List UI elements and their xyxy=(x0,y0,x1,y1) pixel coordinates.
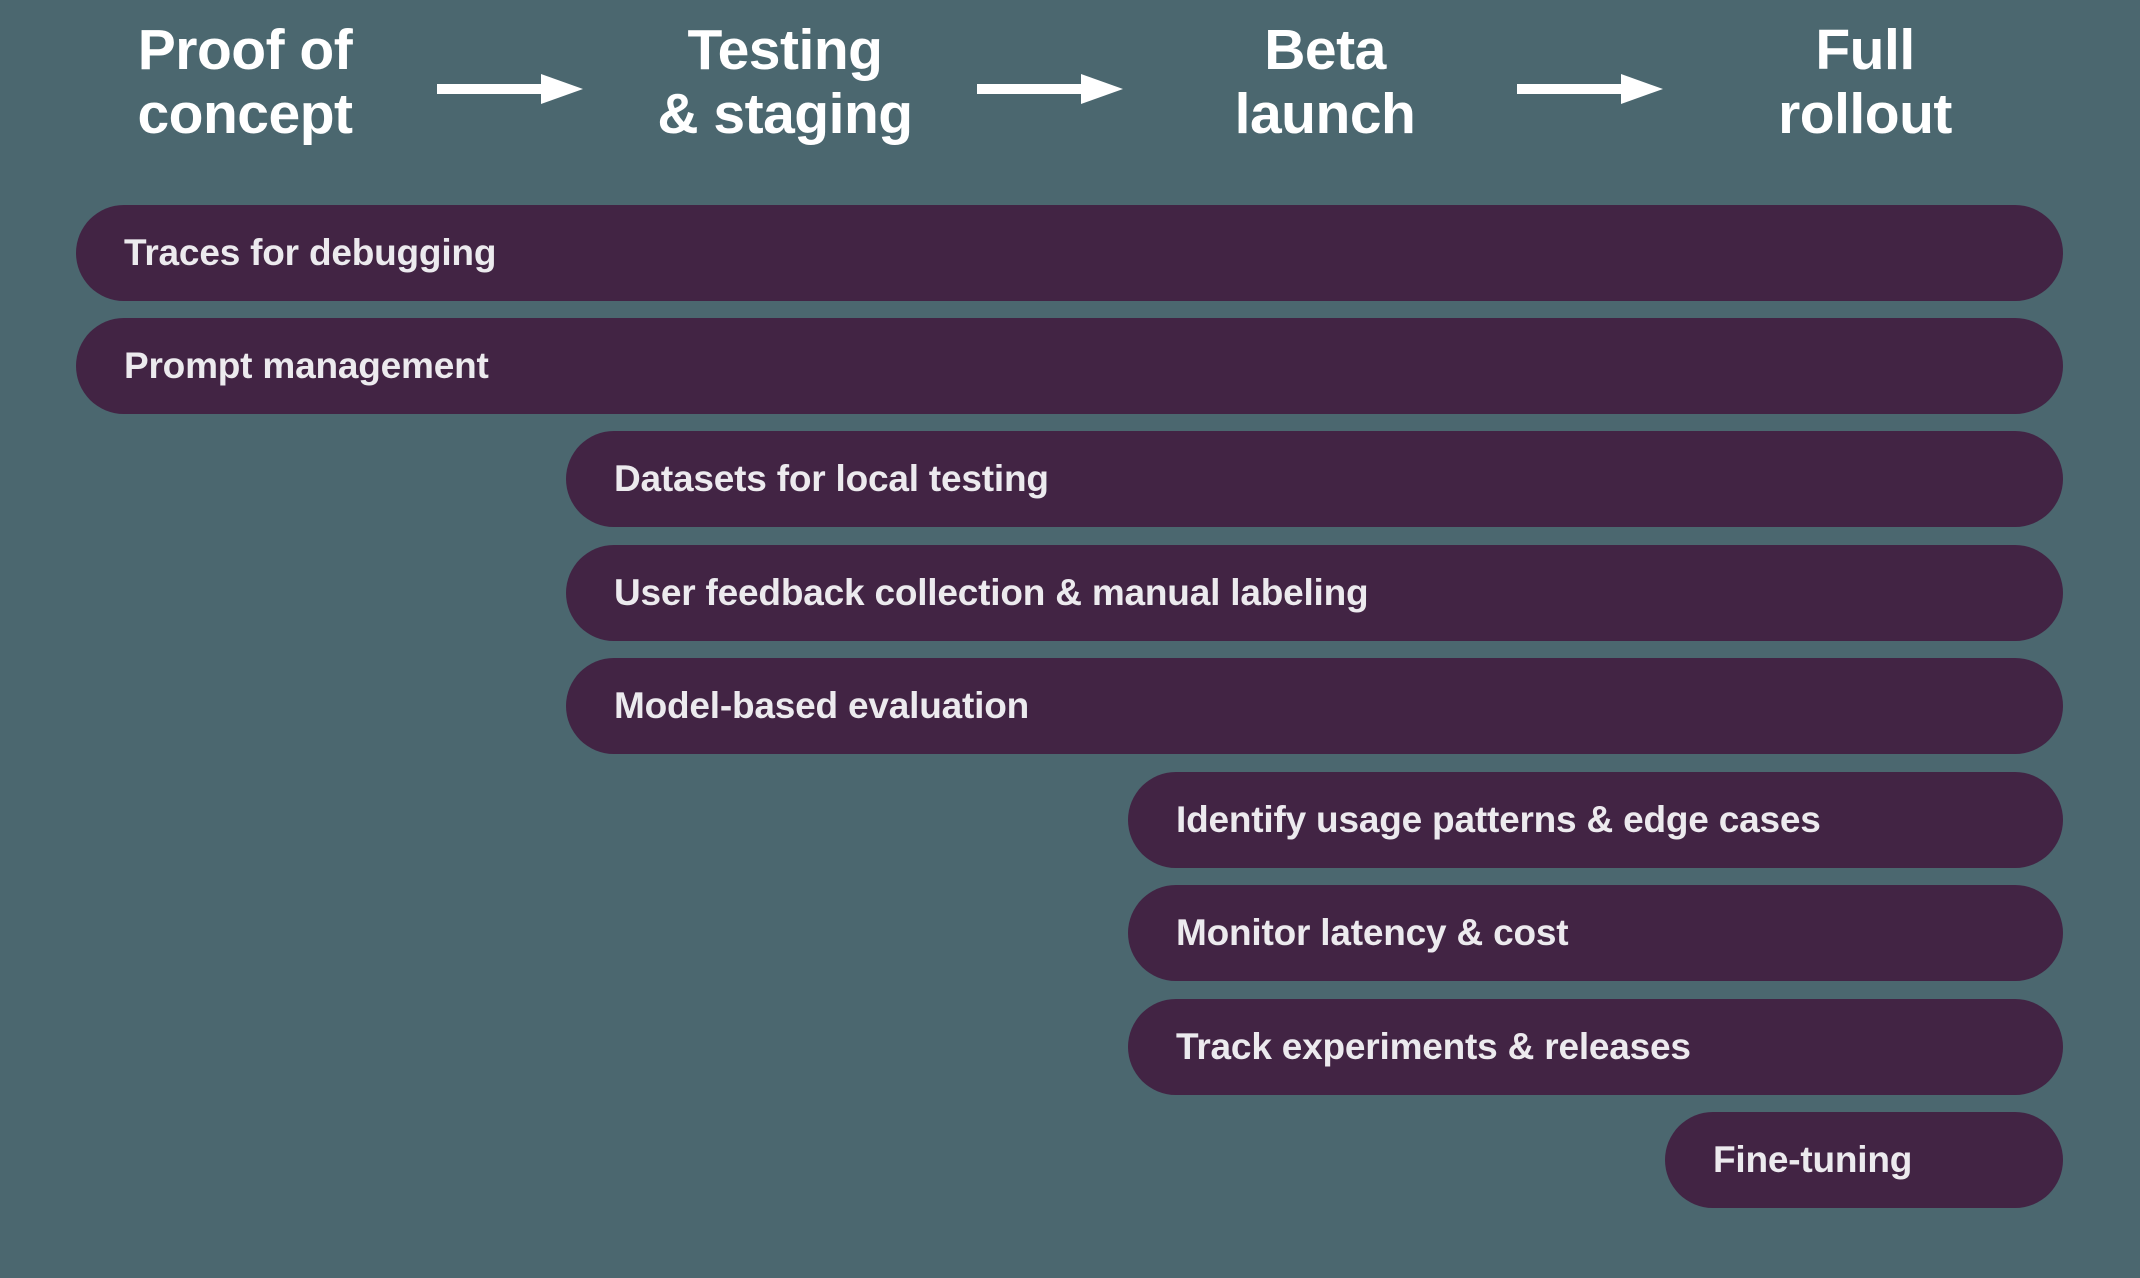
capability-bar-traces-for-debugging[interactable]: Traces for debugging xyxy=(76,205,2063,301)
capability-bar-label: Fine-tuning xyxy=(1713,1139,1913,1180)
capability-bar-monitor-latency-and-cost[interactable]: Monitor latency & cost xyxy=(1128,885,2063,981)
capability-bar-label: Identify usage patterns & edge cases xyxy=(1176,799,1821,840)
capability-bar-user-feedback-collection[interactable]: User feedback collection & manual labeli… xyxy=(566,545,2063,641)
phase-label-testing-and-staging: Testing & staging xyxy=(657,18,913,147)
capability-bar-label: Datasets for local testing xyxy=(614,458,1049,499)
phase-label-full-rollout: Full rollout xyxy=(1778,18,1952,147)
capability-bar-datasets-for-local-testing[interactable]: Datasets for local testing xyxy=(566,431,2063,527)
capability-bar-label: Prompt management xyxy=(124,345,489,386)
capability-bar-fine-tuning[interactable]: Fine-tuning xyxy=(1665,1112,2063,1208)
capability-bar-model-based-evaluation[interactable]: Model-based evaluation xyxy=(566,658,2063,754)
phase-label-beta-launch: Beta launch xyxy=(1234,18,1416,147)
capability-bar-label: Model-based evaluation xyxy=(614,685,1030,726)
capability-bar-label: Monitor latency & cost xyxy=(1176,912,1569,953)
arrow-testing-to-beta-icon xyxy=(977,74,1127,104)
capability-bar-prompt-management[interactable]: Prompt management xyxy=(76,318,2063,414)
capability-bar-identify-usage-patterns[interactable]: Identify usage patterns & edge cases xyxy=(1128,772,2063,868)
phase-header-row: Proof of concept Testing & staging Beta … xyxy=(0,0,2140,175)
capability-bar-label: Traces for debugging xyxy=(124,232,497,273)
capability-bar-label: User feedback collection & manual labeli… xyxy=(614,572,1369,613)
capability-bar-label: Track experiments & releases xyxy=(1176,1026,1691,1067)
arrow-beta-to-rollout-icon xyxy=(1517,74,1667,104)
capability-bar-track-experiments-and-releases[interactable]: Track experiments & releases xyxy=(1128,999,2063,1095)
phase-label-proof-of-concept: Proof of concept xyxy=(137,18,353,147)
arrow-poc-to-testing-icon xyxy=(437,74,587,104)
